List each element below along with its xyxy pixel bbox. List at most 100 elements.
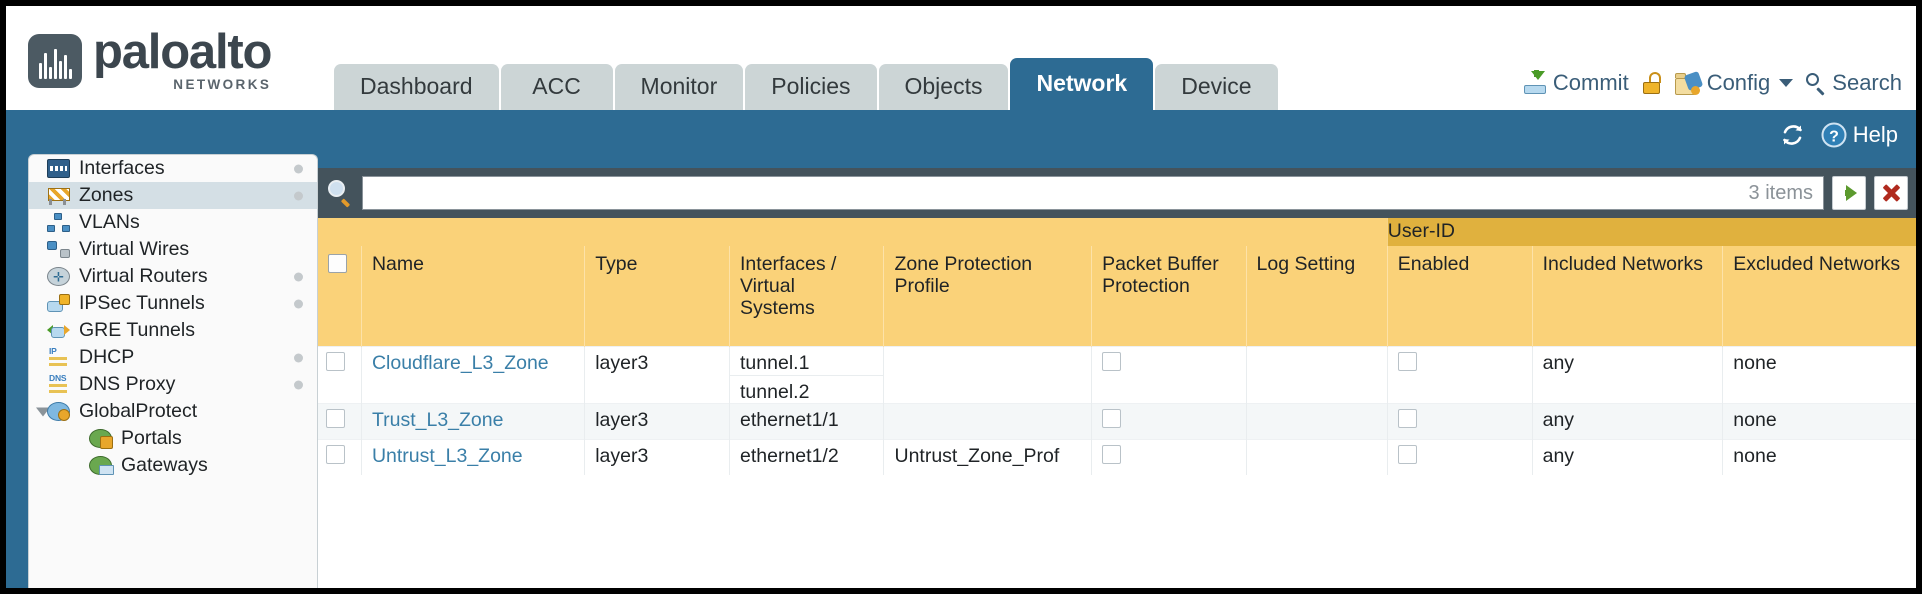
virtual-routers-icon <box>47 267 70 286</box>
refresh-icon[interactable] <box>1780 123 1805 147</box>
sidebar-item-ipsec-tunnels[interactable]: IPSec Tunnels <box>29 290 317 317</box>
cell-interfaces: ethernet1/2 <box>729 438 884 475</box>
cell-userid-enabled[interactable] <box>1386 402 1533 439</box>
col-header-enabled[interactable]: Enabled <box>1386 246 1533 346</box>
cell-name[interactable]: Untrust_L3_Zone <box>360 438 585 475</box>
select-all-checkbox[interactable] <box>328 254 347 273</box>
config-menu[interactable]: Config <box>1674 70 1794 96</box>
cell-packet-buffer-protection[interactable] <box>1091 345 1247 403</box>
clear-filter-button[interactable] <box>1874 176 1908 210</box>
userid-enabled-checkbox[interactable] <box>1397 444 1417 464</box>
cell-log-setting <box>1245 438 1388 475</box>
tab-monitor[interactable]: Monitor <box>614 63 744 110</box>
sidebar-item-dns-proxy[interactable]: DNS DNS Proxy <box>29 371 317 398</box>
sidebar-item-label: DNS Proxy <box>79 373 176 395</box>
cell-userid-enabled[interactable] <box>1386 438 1533 475</box>
cell-userid-enabled[interactable] <box>1386 345 1533 403</box>
svg-text:?: ? <box>1829 129 1839 146</box>
search-button[interactable]: Search <box>1806 70 1902 96</box>
help-button[interactable]: ? Help <box>1821 122 1898 148</box>
cell-packet-buffer-protection[interactable] <box>1091 402 1247 439</box>
col-header-included-networks[interactable]: Included Networks <box>1531 246 1723 346</box>
apply-filter-button[interactable] <box>1832 176 1866 210</box>
cell-packet-buffer-protection[interactable] <box>1091 438 1247 475</box>
search-label: Search <box>1832 70 1902 95</box>
packet-buffer-protection-checkbox[interactable] <box>1102 444 1122 464</box>
ipsec-tunnels-icon <box>47 294 70 313</box>
tab-acc[interactable]: ACC <box>500 63 613 110</box>
tab-dashboard[interactable]: Dashboard <box>334 63 499 110</box>
main-nav-tabs[interactable]: Dashboard ACC Monitor Policies Objects N… <box>334 57 1278 110</box>
col-header-type[interactable]: Type <box>584 246 730 346</box>
sidebar-item-portals[interactable]: Portals <box>29 425 317 452</box>
col-header-excluded-networks[interactable]: Excluded Networks <box>1722 246 1916 346</box>
config-icon <box>1674 70 1703 95</box>
table-row[interactable]: Cloudflare_L3_Zone layer3 tunnel.1 tunne… <box>318 345 1916 403</box>
cell-name[interactable]: Cloudflare_L3_Zone <box>360 345 585 403</box>
table-head: User-ID Name Type Interfaces / Virtual S… <box>318 218 1916 346</box>
table-row[interactable]: Untrust_L3_Zone layer3 ethernet1/2 Untru… <box>318 438 1916 475</box>
vlans-icon <box>47 213 70 232</box>
main-content: 3 items User-ID <box>318 168 1916 588</box>
sidebar-item-label: DHCP <box>79 346 135 368</box>
cell-log-setting <box>1245 345 1388 403</box>
tab-device[interactable]: Device <box>1155 63 1278 110</box>
zone-name-link[interactable]: Cloudflare_L3_Zone <box>371 351 549 374</box>
row-select-cell[interactable] <box>318 345 362 403</box>
sidebar-item-vlans[interactable]: VLANs <box>29 209 317 236</box>
expander-triangle-icon[interactable] <box>36 407 50 416</box>
col-header-packet-buffer-protection[interactable]: Packet Buffer Protection <box>1091 246 1247 346</box>
sidebar-item-globalprotect[interactable]: GlobalProtect <box>29 398 317 425</box>
userid-enabled-checkbox[interactable] <box>1397 408 1417 428</box>
sidebar-item-label: Virtual Routers <box>79 265 208 287</box>
row-select-cell[interactable] <box>318 402 362 439</box>
virtual-wires-icon <box>47 240 70 259</box>
select-all-header[interactable] <box>318 246 362 346</box>
table-body: Cloudflare_L3_Zone layer3 tunnel.1 tunne… <box>318 345 1916 475</box>
sidebar-item-gre-tunnels[interactable]: GRE Tunnels <box>29 317 317 344</box>
cell-name[interactable]: Trust_L3_Zone <box>360 402 585 439</box>
sidebar-item-virtual-routers[interactable]: Virtual Routers <box>29 263 317 290</box>
userid-enabled-checkbox[interactable] <box>1397 351 1417 371</box>
band-actions: ? Help <box>1780 122 1898 148</box>
tab-objects[interactable]: Objects <box>878 63 1009 110</box>
column-header-row: Name Type Interfaces / Virtual Systems Z… <box>318 246 1916 346</box>
zone-name-link[interactable]: Trust_L3_Zone <box>371 408 504 431</box>
tab-policies[interactable]: Policies <box>745 63 877 110</box>
dhcp-icon: IP <box>47 347 70 367</box>
cell-log-setting <box>1245 402 1388 439</box>
sidebar-item-zones[interactable]: Zones <box>29 182 317 209</box>
sidebar-item-interfaces[interactable]: Interfaces <box>29 155 317 182</box>
col-header-interfaces[interactable]: Interfaces / Virtual Systems <box>729 246 884 346</box>
col-header-zone-protection-profile[interactable]: Zone Protection Profile <box>883 246 1092 346</box>
row-checkbox[interactable] <box>326 351 345 371</box>
group-header-userid: User-ID <box>1386 218 1916 246</box>
status-dot <box>294 164 303 173</box>
row-checkbox[interactable] <box>326 408 345 428</box>
sidebar-item-label: GlobalProtect <box>79 400 198 422</box>
filter-input[interactable]: 3 items <box>362 176 1824 210</box>
portals-icon <box>89 429 113 449</box>
lock-icon[interactable] <box>1642 72 1662 94</box>
sidebar-item-dhcp[interactable]: IP DHCP <box>29 344 317 371</box>
packet-buffer-protection-checkbox[interactable] <box>1102 408 1122 428</box>
row-select-cell[interactable] <box>318 438 362 475</box>
cell-type: layer3 <box>584 438 730 475</box>
col-header-name[interactable]: Name <box>360 246 585 346</box>
row-checkbox[interactable] <box>326 444 345 464</box>
commit-label: Commit <box>1552 70 1629 95</box>
status-dot <box>294 353 303 362</box>
dns-proxy-icon: DNS <box>47 374 70 394</box>
cell-included-networks: any <box>1531 438 1723 475</box>
col-header-log-setting[interactable]: Log Setting <box>1245 246 1388 346</box>
table-row[interactable]: Trust_L3_Zone layer3 ethernet1/1 any <box>318 402 1916 439</box>
tab-network[interactable]: Network <box>1010 57 1154 110</box>
search-icon[interactable] <box>326 179 354 208</box>
packet-buffer-protection-checkbox[interactable] <box>1102 351 1122 371</box>
status-dot <box>294 299 303 308</box>
sidebar-item-gateways[interactable]: Gateways <box>29 452 317 479</box>
zone-name-link[interactable]: Untrust_L3_Zone <box>371 444 523 467</box>
sidebar-item-virtual-wires[interactable]: Virtual Wires <box>29 236 317 263</box>
commit-button[interactable]: Commit <box>1523 70 1629 96</box>
